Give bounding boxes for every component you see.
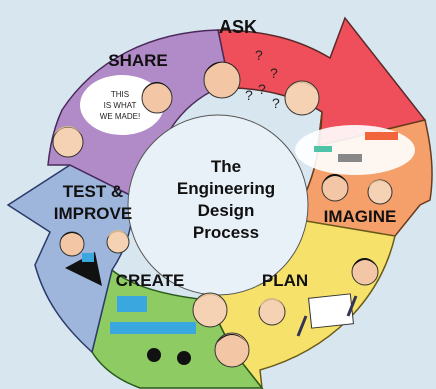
question-mark: ? (272, 95, 280, 111)
plan-paper-icon (307, 293, 355, 329)
kid-face-icon (351, 258, 379, 286)
kid-face-icon (321, 174, 349, 202)
center-title-line-1: The (211, 157, 241, 176)
kid-face-icon (141, 82, 173, 114)
kid-face-icon (367, 179, 393, 205)
idea-block-icon (365, 132, 398, 140)
idea-block-icon (314, 146, 332, 152)
idea-block-icon (338, 154, 362, 162)
share-label: SHARE (108, 51, 168, 70)
imagine-label: IMAGINE (324, 207, 397, 226)
kid-face-icon (258, 298, 286, 326)
plan-label: PLAN (262, 271, 308, 290)
kid-face-icon (106, 230, 130, 254)
share-bubble-line-2: IS WHAT (104, 101, 137, 110)
share-bubble-line-1: THIS (111, 90, 129, 99)
pencil-icon (346, 295, 358, 317)
center-title-line-2: Engineering (177, 179, 275, 198)
question-mark: ? (258, 81, 266, 97)
center-title-line-3: Design (198, 201, 255, 220)
create-block-icon (110, 322, 168, 334)
kid-face-icon (59, 231, 85, 257)
create-label: CREATE (116, 271, 185, 290)
create-block-icon (117, 296, 147, 312)
kid-face-icon (203, 61, 241, 99)
create-block-icon (160, 322, 196, 334)
question-mark: ? (245, 87, 253, 103)
wheel-icon (177, 351, 191, 365)
center-title-line-4: Process (193, 223, 259, 242)
ask-label: ASK (219, 17, 257, 37)
wheel-icon (147, 348, 161, 362)
test-block-icon (82, 253, 94, 262)
pencil-icon (296, 315, 308, 337)
improve-label: IMPROVE (54, 204, 132, 223)
question-mark: ? (255, 47, 263, 63)
kid-face-icon (284, 80, 320, 116)
kid-face-icon (52, 126, 84, 158)
kid-face-icon (192, 292, 228, 328)
question-mark: ? (270, 65, 278, 81)
kid-face-icon (214, 332, 250, 368)
share-speech-bubble (80, 75, 164, 135)
test-label: TEST & (63, 182, 123, 201)
share-bubble-line-3: WE MADE! (100, 112, 140, 121)
